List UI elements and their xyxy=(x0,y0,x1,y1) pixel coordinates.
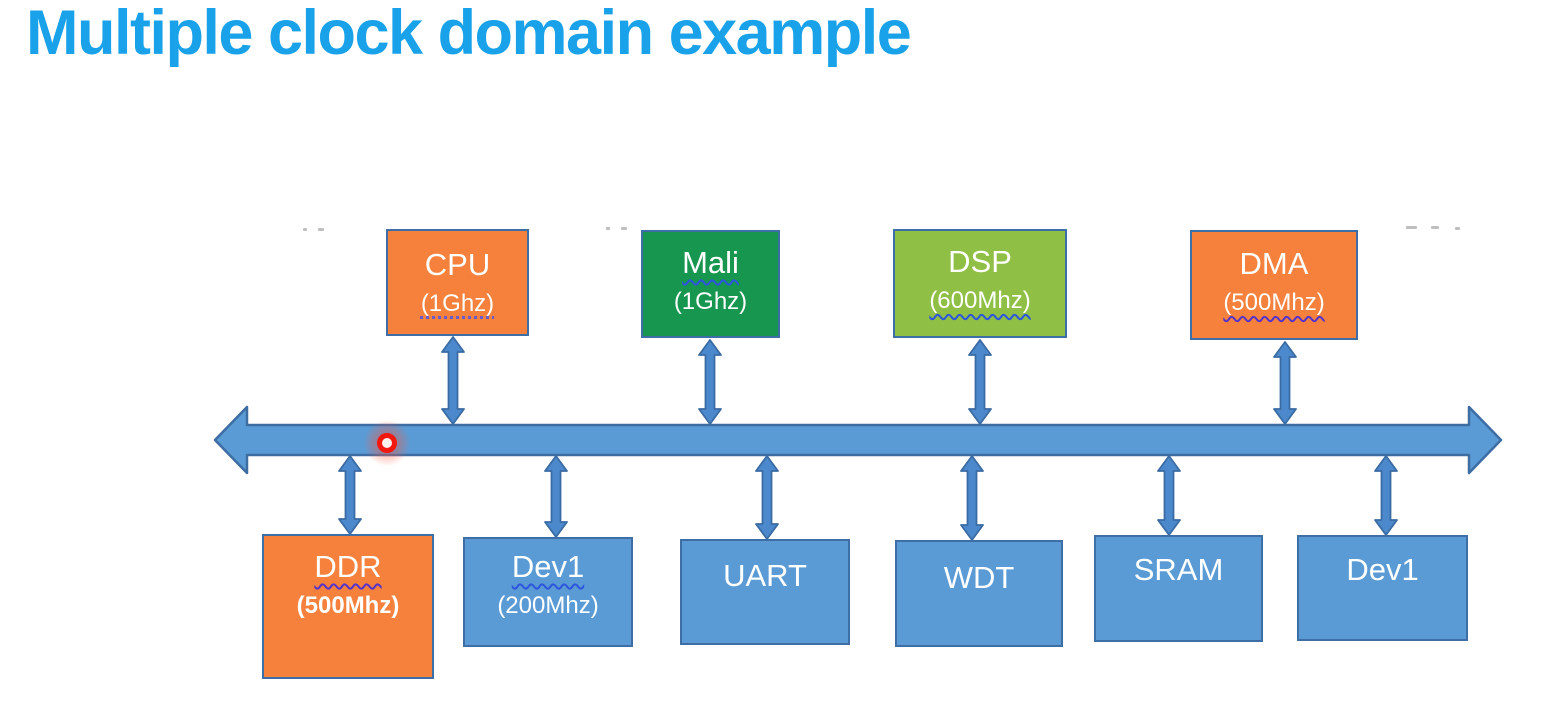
node-frequency: (500Mhz) xyxy=(296,591,400,619)
node-label: UART xyxy=(723,558,807,593)
connector-double-arrow-icon xyxy=(698,339,722,425)
node-frequency: (200Mhz) xyxy=(497,591,599,619)
node-mali: Mali (1Ghz) xyxy=(641,230,780,338)
node-label: WDT xyxy=(943,560,1015,595)
node-cpu: CPU (1Ghz) xyxy=(386,229,529,336)
laser-pointer-dot-icon xyxy=(377,433,397,453)
node-wdt: WDT xyxy=(895,540,1063,647)
video-artifact-mark xyxy=(1406,226,1417,229)
node-label: DSP xyxy=(948,244,1012,279)
node-label: SRAM xyxy=(1133,552,1224,587)
connector-double-arrow-icon xyxy=(544,455,568,538)
node-frequency: (1Ghz) xyxy=(673,287,748,315)
connector-double-arrow-icon xyxy=(755,455,779,540)
laser-pointer-glow xyxy=(364,420,410,466)
node-uart: UART xyxy=(680,539,850,645)
node-label: Dev1 xyxy=(1346,552,1419,587)
connector-double-arrow-icon xyxy=(441,336,465,425)
connector-double-arrow-icon xyxy=(338,455,362,535)
node-sram: SRAM xyxy=(1094,535,1263,642)
connector-double-arrow-icon xyxy=(1374,455,1398,536)
node-dev1-right: Dev1 xyxy=(1297,535,1468,641)
system-bus-double-arrow-icon xyxy=(213,405,1503,475)
slide-title: Multiple clock domain example xyxy=(26,0,912,68)
connector-double-arrow-icon xyxy=(960,455,984,541)
node-ddr: DDR (500Mhz) xyxy=(262,534,434,679)
video-artifact-mark xyxy=(621,227,627,230)
node-frequency: (600Mhz) xyxy=(929,286,1031,314)
node-dma: DMA (500Mhz) xyxy=(1190,230,1358,340)
video-artifact-mark xyxy=(303,228,307,231)
video-artifact-mark xyxy=(606,227,610,230)
node-frequency: (1Ghz) xyxy=(420,289,495,317)
node-dev1-left: Dev1 (200Mhz) xyxy=(463,537,633,647)
node-label: DDR xyxy=(314,549,382,584)
node-frequency: (500Mhz) xyxy=(1223,288,1325,316)
node-label: DMA xyxy=(1239,246,1309,281)
node-label: CPU xyxy=(424,247,491,282)
node-dsp: DSP (600Mhz) xyxy=(893,229,1067,338)
video-artifact-mark xyxy=(1455,227,1460,230)
video-artifact-mark xyxy=(1431,226,1439,229)
node-label: Dev1 xyxy=(511,549,585,584)
connector-double-arrow-icon xyxy=(968,339,992,425)
connector-double-arrow-icon xyxy=(1157,455,1181,536)
node-label: Mali xyxy=(682,245,739,280)
video-artifact-mark xyxy=(318,228,324,231)
connector-double-arrow-icon xyxy=(1273,341,1297,425)
